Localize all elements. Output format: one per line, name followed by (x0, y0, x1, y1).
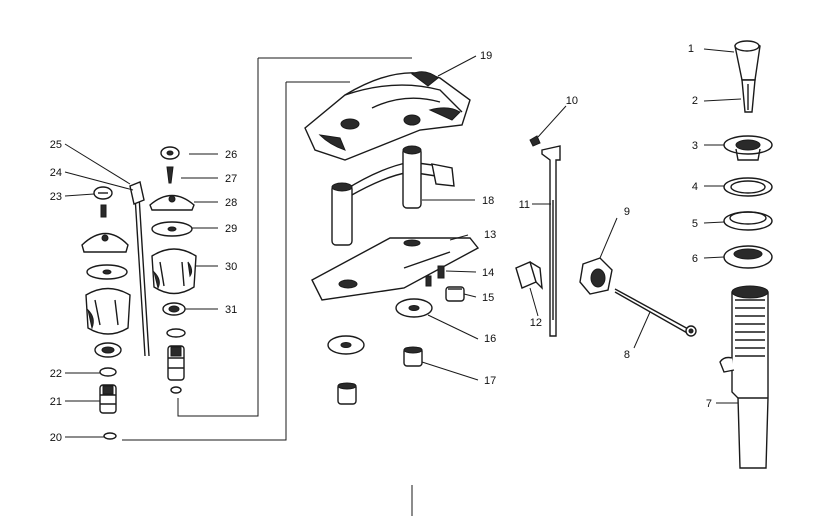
callout-21: 21 (50, 396, 62, 408)
leader-lines (64, 48, 742, 438)
callout-25: 25 (50, 139, 62, 151)
part-7-tailpiece (719, 285, 769, 469)
callout-labels: 1 2 3 4 5 6 7 8 9 10 11 12 13 14 15 16 1… (50, 43, 712, 444)
left-handle-assembly (81, 181, 150, 440)
callout-28: 28 (225, 197, 237, 209)
assembly-guide-lines (122, 57, 412, 441)
part-nut-left (337, 382, 357, 405)
callout-11: 11 (519, 199, 530, 211)
part-25-button (129, 181, 145, 205)
part-10-screw (529, 135, 541, 147)
callout-31: 31 (225, 304, 237, 316)
central-assembly (304, 71, 480, 516)
part-19-spout-cover (304, 71, 471, 161)
callout-26: 26 (225, 149, 237, 161)
callout-29: 29 (225, 223, 237, 235)
part-17-nut (403, 346, 423, 367)
part-21-stem (99, 384, 117, 414)
callout-7: 7 (706, 398, 712, 410)
part-escutcheon-left (94, 342, 122, 358)
callout-14: 14 (482, 267, 494, 279)
callout-5: 5 (692, 218, 698, 230)
part-8-pivot-rod (614, 288, 697, 337)
part-handle-cap-left (81, 232, 129, 253)
right-handle-assembly (149, 146, 197, 394)
lift-rod-assembly (515, 135, 697, 337)
part-28-cap (149, 194, 195, 211)
part-ring-middle (166, 328, 186, 338)
part-washer-left (86, 264, 128, 280)
callout-18: 18 (482, 195, 494, 207)
part-22-ring (99, 367, 117, 377)
part-20-washer (103, 432, 117, 440)
callout-27: 27 (225, 173, 237, 185)
callout-8: 8 (624, 349, 630, 361)
callout-9: 9 (624, 206, 630, 218)
callout-2: 2 (692, 95, 698, 107)
drain-assembly (719, 40, 773, 469)
part-12-clip (515, 261, 543, 290)
callout-16: 16 (484, 333, 496, 345)
callout-4: 4 (692, 181, 698, 193)
part-14-screw (425, 265, 445, 287)
part-5-washer (723, 211, 773, 231)
part-handle-body-left (85, 287, 131, 335)
part-23-screw (93, 186, 113, 218)
callout-15: 15 (482, 292, 494, 304)
callout-13: 13 (484, 229, 496, 241)
callout-1: 1 (688, 43, 694, 55)
part-16-gasket (395, 298, 433, 318)
callout-6: 6 (692, 253, 698, 265)
callout-20: 20 (50, 432, 62, 444)
part-4-gasket (723, 177, 773, 197)
callout-10: 10 (566, 95, 578, 107)
part-13-base-plate (311, 237, 480, 301)
part-15-nut (445, 286, 465, 302)
part-2-stopper-body (741, 79, 756, 113)
callout-12: 12 (530, 317, 542, 329)
part-31-nut (162, 302, 186, 316)
callout-24: 24 (50, 167, 62, 179)
part-24-rod (134, 195, 150, 357)
callout-23: 23 (50, 191, 62, 203)
part-27-screw (166, 166, 174, 184)
part-3-flange (723, 135, 773, 161)
part-26-cap (160, 146, 180, 160)
callout-3: 3 (692, 140, 698, 152)
callout-22: 22 (50, 368, 62, 380)
callout-19: 19 (480, 50, 492, 62)
part-6-nut (723, 245, 773, 269)
part-11-rod (541, 145, 561, 337)
part-gasket-left (327, 335, 365, 355)
part-30-handle-body (151, 248, 197, 295)
part-18-spout-arms (331, 145, 455, 246)
part-9-ball (579, 257, 613, 295)
part-29-washer (151, 221, 193, 237)
part-1-stopper (734, 40, 761, 81)
part-stem-middle (167, 345, 185, 394)
callout-30: 30 (225, 261, 237, 273)
callout-17: 17 (484, 375, 496, 387)
